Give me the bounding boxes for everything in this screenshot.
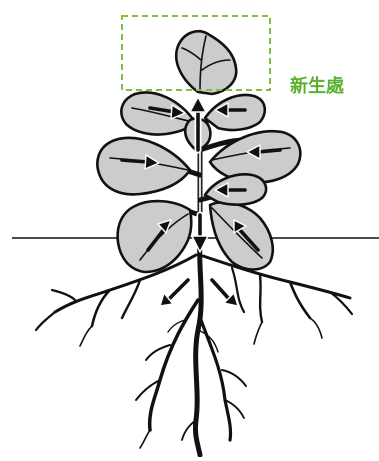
roots	[36, 238, 352, 455]
new-growth-label: 新生處	[290, 72, 344, 98]
leaf-bottom-left	[118, 201, 192, 272]
leaf-top	[176, 31, 236, 94]
leaf-middle-left	[97, 138, 190, 194]
leaf-upper-right	[205, 95, 265, 130]
leaf-bottom-right	[210, 202, 273, 269]
